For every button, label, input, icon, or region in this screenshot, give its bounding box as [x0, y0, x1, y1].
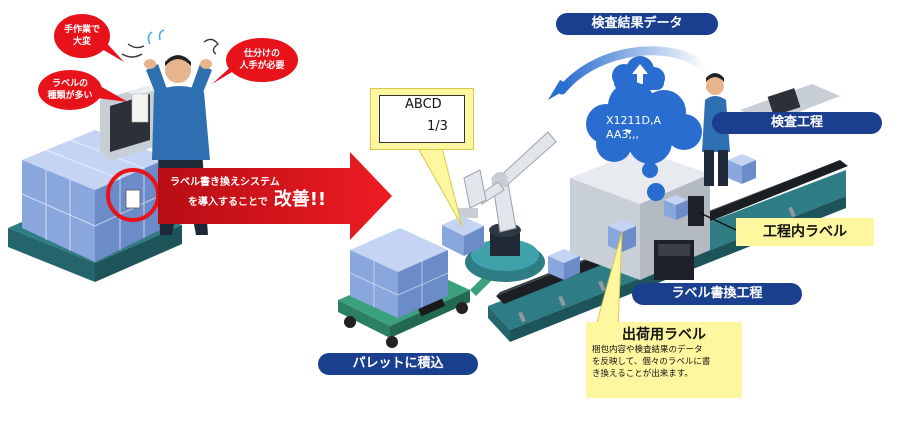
improvement-line1: ラベル書き換えシステム — [170, 177, 280, 188]
cloud-data-line2: AA3,,, — [606, 128, 639, 141]
robot-arm — [442, 131, 557, 282]
shipping-label-line1: 梱包内容や検査結果のデータ — [592, 345, 703, 355]
shipping-label-line2: を反映して、個々のラベルに書 — [592, 357, 711, 367]
bubble-label-kinds: ラベルの 種類が多い — [40, 78, 100, 102]
data-return-arrow — [548, 46, 711, 100]
left-pallet-stack — [8, 130, 182, 282]
shipping-label-box: 出荷用ラベル 梱包内容や検査結果のデータ を反映して、個々のラベルに書 き換える… — [586, 322, 742, 398]
shipping-label-title: 出荷用ラベル — [622, 327, 706, 343]
bubble-sorting-line2: 人手が必要 — [239, 61, 285, 71]
bubble-sorting: 仕分けの 人手が必要 — [228, 48, 296, 72]
inspection-data-title: 検査結果データ — [556, 13, 718, 35]
bubble-label-kinds-shape — [38, 70, 128, 110]
shipping-label-line3: き換えることが出来ます。 — [592, 369, 693, 379]
improvement-line2: を導入することで — [188, 197, 268, 208]
label-card-inner — [379, 95, 465, 143]
printer-machine — [100, 86, 160, 160]
cloud-data-text: X1211D,A AA3,,, — [606, 114, 686, 142]
pallet-cart — [338, 228, 496, 348]
bubble-label-kinds-line2: 種類が多い — [47, 91, 93, 101]
improvement-emphasis: 改善!! — [273, 189, 327, 210]
process-label-inspection: 検査工程 — [712, 112, 882, 134]
label-card-page: 1/3 — [427, 119, 448, 134]
label-card: ABCD 1/3 — [370, 88, 474, 150]
data-cloud-shape — [586, 82, 702, 201]
improvement-arrow-shape — [158, 152, 392, 240]
conveyor-boxes — [548, 154, 756, 280]
improvement-text: ラベル書き換えシステム を導入することで 改善!! — [166, 176, 352, 210]
label-card-title: ABCD — [405, 97, 442, 112]
bubble-handwork: 手作業で 大変 — [56, 24, 108, 48]
cloud-upload-icon — [612, 56, 665, 90]
bubble-sorting-line1: 仕分けの — [243, 49, 280, 59]
process-label-in-process: 工程内ラベル — [736, 218, 874, 246]
label-card-pointer — [417, 147, 463, 227]
bubble-label-kinds-line1: ラベルの — [51, 79, 88, 89]
bubble-handwork-line2: 大変 — [72, 37, 91, 47]
bubble-handwork-line1: 手作業で — [63, 25, 100, 35]
bubble-handwork-shape — [54, 14, 124, 62]
in-process-pointer — [697, 211, 737, 231]
process-label-pallet: パレットに積込 — [318, 353, 478, 375]
bubble-sorting-shape — [212, 38, 298, 84]
process-label-rewrite: ラベル書換工程 — [632, 283, 802, 305]
cloud-data-line1: X1211D,A — [606, 114, 662, 127]
label-printer-unit — [654, 196, 704, 280]
